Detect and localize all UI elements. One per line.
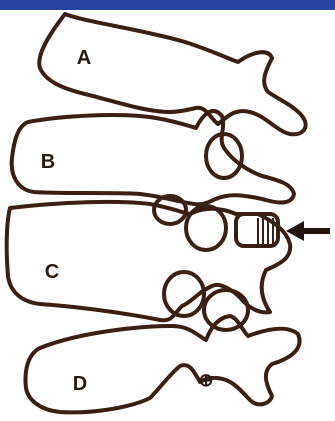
disc-b-c-right [186, 206, 226, 250]
compressed-disc [236, 214, 278, 246]
label-b: B [41, 151, 55, 173]
vertebra-d [26, 316, 300, 412]
arrow-indicator [286, 221, 330, 241]
label-d: D [73, 373, 87, 395]
disc-c-d-right [204, 290, 248, 330]
marker-symbol: ⊕ [198, 370, 213, 390]
label-c: C [45, 261, 59, 283]
label-a: A [77, 47, 91, 69]
disc-a-b [206, 134, 242, 178]
